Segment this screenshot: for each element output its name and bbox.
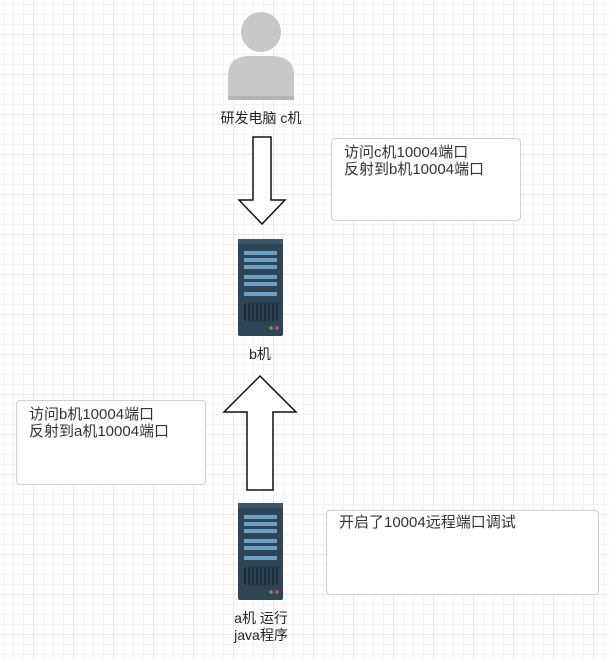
server-b-icon [238, 239, 283, 336]
server-a-label-line1: a机 运行 [234, 610, 288, 626]
note-b-to-a-line1: 访问b机10004端口 [29, 406, 155, 423]
server-b-label: b机 [249, 346, 271, 362]
arrow-up-a-to-b [222, 374, 298, 492]
server-a-label-line2: java程序 [234, 627, 288, 643]
note-a-debug-line1: 开启了10004远程端口调试 [339, 514, 516, 531]
user-icon [226, 10, 296, 102]
note-c-to-b: 访问c机10004端口 反射到b机10004端口 [331, 138, 521, 221]
note-b-to-a-line2: 反射到a机10004端口 [29, 423, 170, 440]
arrow-down-c-to-b [237, 136, 287, 226]
server-a-label: a机 运行 java程序 [200, 610, 322, 644]
note-c-to-b-line1: 访问c机10004端口 [344, 144, 469, 161]
note-b-to-a: 访问b机10004端口 反射到a机10004端口 [16, 400, 206, 485]
server-a-icon [238, 503, 283, 600]
note-c-to-b-line2: 反射到b机10004端口 [344, 161, 485, 178]
dev-pc-label: 研发电脑 c机 [220, 110, 302, 126]
note-a-debug: 开启了10004远程端口调试 [326, 510, 599, 595]
